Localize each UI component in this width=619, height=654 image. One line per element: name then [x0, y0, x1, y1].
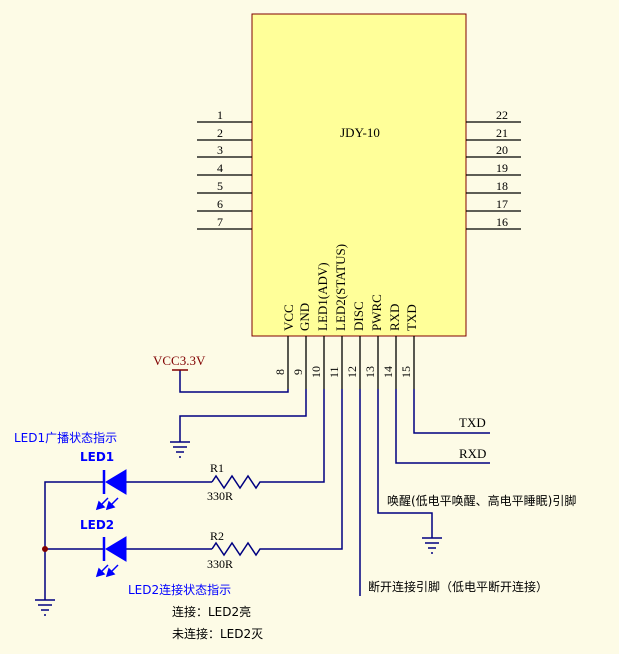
bottom-pin-number: 11	[327, 366, 341, 378]
pin-name-led1: LED1(ADV)	[315, 262, 330, 331]
bottom-pin-number: 8	[273, 369, 287, 375]
pin-name-led2: LED2(STATUS)	[333, 244, 348, 331]
led2-connected-note: 连接：LED2亮	[172, 604, 251, 619]
ground-symbol	[422, 537, 442, 554]
pin-name-pwrc: PWRC	[369, 294, 384, 331]
resistor-ref: R1	[210, 461, 224, 475]
ground-symbol	[35, 599, 55, 616]
right-pin-number: 18	[496, 179, 508, 193]
net-label-txd: TXD	[459, 415, 486, 430]
pin-name-rxd: RXD	[387, 304, 402, 331]
pwrc-note: 唤醒(低电平唤醒、高电平睡眠)引脚	[387, 493, 576, 508]
right-pin-number: 16	[496, 215, 508, 229]
bottom-pin-number: 9	[291, 369, 305, 375]
resistor-r2	[211, 541, 264, 557]
bottom-pin-stubs	[287, 336, 415, 389]
bottom-pin-number: 13	[363, 366, 377, 378]
left-pin-number: 6	[217, 197, 223, 211]
bottom-pin-number: 14	[381, 366, 395, 378]
chip-body	[251, 13, 467, 337]
led1-caption: LED1广播状态指示	[14, 430, 117, 445]
led2-ref: LED2	[80, 518, 114, 532]
led1-diode	[95, 469, 127, 511]
led2-emission-arrows	[95, 564, 119, 578]
vcc-label: VCC3.3V	[153, 353, 206, 368]
bottom-pin-number: 15	[399, 366, 413, 378]
left-pin-number: 7	[217, 215, 223, 229]
wires	[44, 370, 490, 600]
resistor-r1	[211, 474, 264, 490]
led1-emission-arrows	[95, 497, 119, 511]
left-pin-lines	[197, 121, 252, 230]
ground-symbol	[170, 441, 190, 458]
right-pin-number: 20	[496, 143, 508, 157]
led2-disconnected-note: 未连接：LED2灭	[172, 626, 263, 641]
left-pin-number: 4	[217, 161, 223, 175]
chip-name: JDY-10	[340, 125, 380, 140]
resistor-value: 330R	[207, 489, 233, 503]
left-pin-number: 1	[217, 108, 223, 122]
pin-name-txd: TXD	[404, 304, 419, 331]
pin-name-gnd: GND	[297, 303, 312, 331]
led2-caption: LED2连接状态指示	[128, 582, 231, 597]
bottom-pin-number: 10	[309, 366, 323, 378]
right-pin-number: 19	[496, 161, 508, 175]
right-pin-number: 22	[496, 108, 508, 122]
led2-diode	[95, 536, 127, 578]
net-label-rxd: RXD	[459, 446, 486, 461]
pin-name-vcc: VCC	[281, 304, 296, 331]
junction-dot	[42, 546, 48, 552]
disc-note: 断开连接引脚（低电平断开连接）	[368, 579, 548, 594]
left-pin-number: 2	[217, 126, 223, 140]
right-pin-number: 17	[496, 197, 508, 211]
left-pin-number: 5	[217, 179, 223, 193]
left-pin-number: 3	[217, 143, 223, 157]
resistor-value: 330R	[207, 557, 233, 571]
bottom-pin-number: 12	[345, 366, 359, 378]
resistor-ref: R2	[210, 529, 224, 543]
right-pin-lines	[466, 121, 521, 230]
led1-ref: LED1	[80, 450, 114, 464]
pin-name-disc: DISC	[351, 301, 366, 331]
right-pin-number: 21	[496, 126, 508, 140]
